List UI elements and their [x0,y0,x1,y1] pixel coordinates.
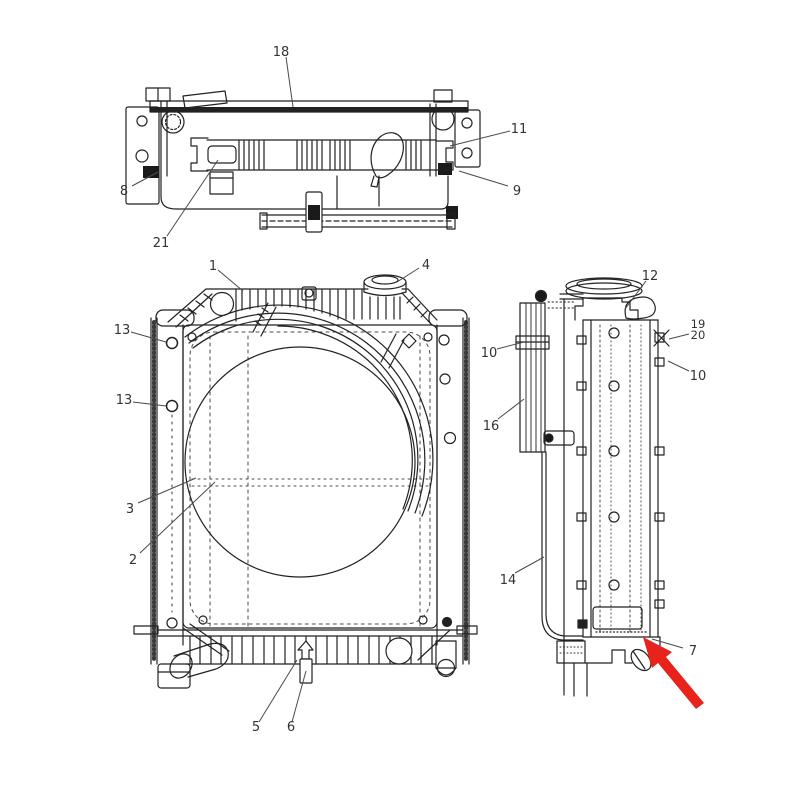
callout-6: 6 [287,720,295,735]
left-foot-bracket [157,663,191,689]
side-bottom-tank [556,606,661,697]
left-outlet-pipe [169,623,230,679]
callout-7: 7 [689,644,697,659]
callout-labels: 18 11 8 9 21 1 4 13 13 3 2 5 6 12 19 20 … [114,45,707,735]
right-side-channel [436,317,470,665]
callout-2: 2 [129,553,137,568]
drain-stub [573,662,588,697]
right-mount-pad [438,163,452,175]
shroud-frame [182,324,438,629]
callout-12: 12 [642,269,659,284]
lower-support-rod [259,191,456,233]
drain-window [207,145,237,164]
fan-opening [184,346,416,578]
deflector-leaf [370,132,404,179]
left-lower-tab [133,625,159,635]
side-body [576,319,670,638]
callout-10-left: 10 [481,346,498,361]
leader-lines [130,56,690,723]
callout-13-upper: 13 [114,323,131,338]
callout-10-right: 10 [690,369,707,384]
lower-tube [541,451,584,641]
side-view [515,277,670,697]
top-tank-port [209,291,235,317]
top-view-filler-neck [161,110,185,134]
top-tank [167,274,438,328]
red-highlight-arrow [643,637,704,709]
drain-plug [297,640,314,684]
filler-cap [363,274,407,297]
callout-13-lower: 13 [116,393,133,408]
right-lower-tab [456,625,478,635]
top-section-view [125,87,481,233]
side-filler-neck [547,277,656,321]
callout-21: 21 [153,236,170,251]
overflow-tube [515,289,575,696]
shutter-grille [592,606,643,630]
callout-5: 5 [252,720,260,735]
callout-8: 8 [120,184,128,199]
surge-lump [624,296,656,320]
bottom-tank [133,623,478,689]
bottom-tank-port [385,637,413,665]
callout-14: 14 [500,573,517,588]
mount-clip [653,329,670,347]
left-mount-bracket [125,106,160,205]
callout-20: 20 [691,328,706,342]
fan-shroud-ring [184,302,434,578]
callout-11: 11 [511,122,528,137]
tube-bracket [543,430,575,446]
callout-1: 1 [209,259,217,274]
callout-19: 19 [691,317,706,331]
callout-4: 4 [422,258,430,273]
hidden-lines [189,331,431,631]
callout-9: 9 [513,184,521,199]
front-view [133,274,478,689]
callout-3: 3 [126,502,134,517]
callout-18: 18 [273,45,290,60]
left-mount-pad [143,166,159,178]
right-outlet-pipe [435,640,457,678]
callout-16: 16 [483,419,500,434]
